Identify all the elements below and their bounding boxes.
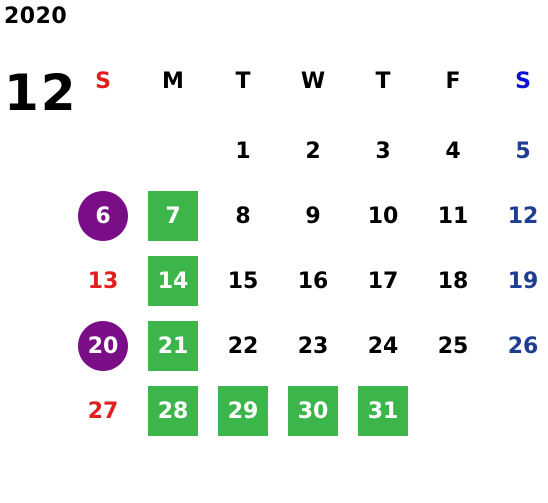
day-cell[interactable]: 20 xyxy=(78,321,128,371)
day-cell[interactable]: 30 xyxy=(288,386,338,436)
day-cell[interactable]: 26 xyxy=(507,333,539,359)
day-cell[interactable]: 19 xyxy=(507,268,539,294)
weekday-header: M xyxy=(162,68,184,94)
day-cell[interactable]: 14 xyxy=(148,256,198,306)
weekday-header: S xyxy=(515,68,531,94)
weekday-header: W xyxy=(300,68,326,94)
day-cell[interactable]: 22 xyxy=(227,333,259,359)
day-cell[interactable]: 1 xyxy=(235,138,251,164)
day-cell[interactable]: 13 xyxy=(87,268,119,294)
day-cell[interactable]: 6 xyxy=(78,191,128,241)
day-cell[interactable]: 27 xyxy=(87,398,119,424)
day-cell[interactable]: 2 xyxy=(305,138,321,164)
day-cell[interactable]: 4 xyxy=(445,138,461,164)
day-cell[interactable]: 25 xyxy=(437,333,469,359)
day-cell[interactable]: 5 xyxy=(515,138,531,164)
day-cell[interactable]: 16 xyxy=(297,268,329,294)
weekday-header: S xyxy=(95,68,111,94)
day-cell[interactable]: 8 xyxy=(235,203,251,229)
month-number: 12 xyxy=(4,64,78,122)
weekday-header: T xyxy=(235,68,251,94)
day-cell[interactable]: 9 xyxy=(305,203,321,229)
day-cell[interactable]: 11 xyxy=(437,203,469,229)
day-cell[interactable]: 31 xyxy=(358,386,408,436)
day-cell[interactable]: 15 xyxy=(227,268,259,294)
day-cell[interactable]: 23 xyxy=(297,333,329,359)
day-cell[interactable]: 17 xyxy=(367,268,399,294)
year-label: 2020 xyxy=(4,4,68,29)
day-cell[interactable]: 29 xyxy=(218,386,268,436)
day-cell[interactable]: 21 xyxy=(148,321,198,371)
day-cell[interactable]: 12 xyxy=(507,203,539,229)
day-cell[interactable]: 7 xyxy=(148,191,198,241)
day-cell[interactable]: 24 xyxy=(367,333,399,359)
day-cell[interactable]: 18 xyxy=(437,268,469,294)
weekday-header: T xyxy=(375,68,391,94)
day-cell[interactable]: 10 xyxy=(367,203,399,229)
weekday-header: F xyxy=(445,68,461,94)
day-cell[interactable]: 3 xyxy=(375,138,391,164)
day-cell[interactable]: 28 xyxy=(148,386,198,436)
